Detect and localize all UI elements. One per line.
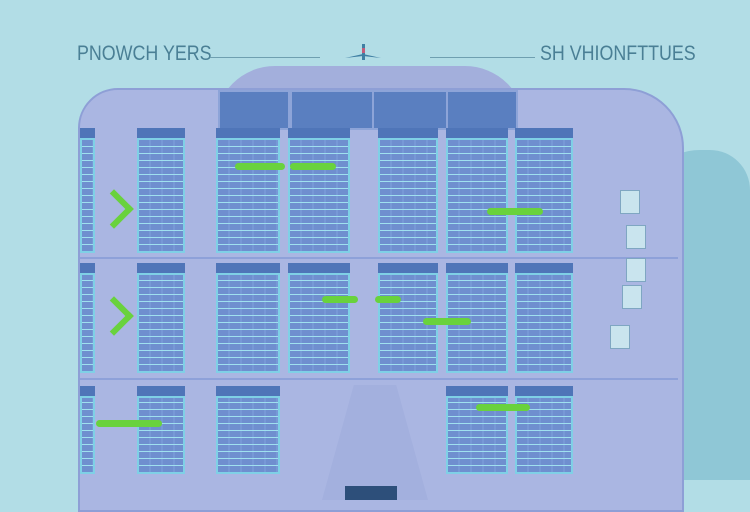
display-panel[interactable] <box>80 273 95 373</box>
display-panel[interactable] <box>216 396 280 474</box>
panel-header <box>80 128 95 138</box>
panel-header <box>378 128 438 138</box>
panel-header <box>137 386 185 396</box>
panel-header <box>216 263 280 273</box>
display-panel[interactable] <box>446 138 508 253</box>
panel-header <box>216 128 280 138</box>
left-connector-line <box>210 57 320 58</box>
overhead-instrument-panel <box>290 90 374 130</box>
display-panel[interactable] <box>515 273 573 373</box>
side-switch[interactable] <box>626 225 646 249</box>
panel-header <box>515 386 573 396</box>
display-panel[interactable] <box>515 138 573 253</box>
display-panel[interactable] <box>137 396 185 474</box>
overhead-instrument-panel <box>372 90 448 130</box>
status-indicator-bar <box>423 318 471 325</box>
panel-header <box>80 263 95 273</box>
display-panel[interactable] <box>137 138 185 253</box>
panel-header <box>446 386 508 396</box>
status-indicator-bar <box>290 163 336 170</box>
overhead-instrument-panel <box>446 90 518 130</box>
right-heading: SH VHIONFTTUES <box>540 42 696 65</box>
display-panel[interactable] <box>137 273 185 373</box>
panel-header <box>446 128 508 138</box>
status-indicator-bar <box>487 208 543 215</box>
panel-header <box>216 386 280 396</box>
pedestal-base <box>345 486 397 500</box>
panel-header <box>137 263 185 273</box>
airplane-icon <box>345 44 381 60</box>
right-connector-line <box>430 57 535 58</box>
divider <box>80 257 678 259</box>
side-switch[interactable] <box>622 285 642 309</box>
panel-header <box>288 263 350 273</box>
panel-header <box>515 128 573 138</box>
panel-header <box>378 263 438 273</box>
status-indicator-bar <box>96 420 162 427</box>
display-panel[interactable] <box>80 138 95 253</box>
side-switch[interactable] <box>620 190 640 214</box>
side-switch[interactable] <box>610 325 630 349</box>
overhead-instrument-panel <box>218 90 290 130</box>
display-panel[interactable] <box>288 273 350 373</box>
display-panel[interactable] <box>80 396 95 474</box>
panel-header <box>80 386 95 396</box>
panel-header <box>515 263 573 273</box>
display-panel[interactable] <box>216 273 280 373</box>
status-indicator-bar <box>322 296 358 303</box>
panel-header <box>137 128 185 138</box>
status-indicator-bar <box>375 296 401 303</box>
status-indicator-bar <box>235 163 285 170</box>
display-panel[interactable] <box>288 138 350 253</box>
panel-header <box>288 128 350 138</box>
status-indicator-bar <box>476 404 530 411</box>
display-panel[interactable] <box>216 138 280 253</box>
side-switch[interactable] <box>626 258 646 282</box>
panel-header <box>446 263 508 273</box>
display-panel[interactable] <box>378 138 438 253</box>
divider <box>80 378 678 380</box>
left-heading: PNOWCH YERS <box>77 42 212 65</box>
